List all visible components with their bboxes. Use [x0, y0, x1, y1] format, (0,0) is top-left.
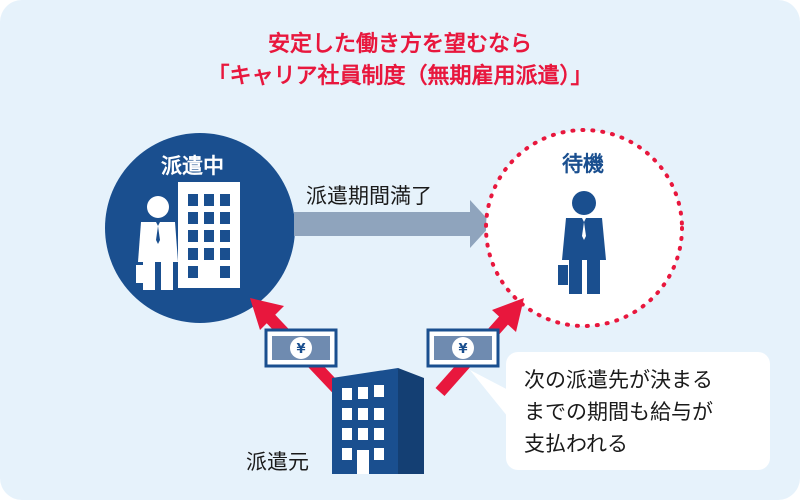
speech-bubble-tail — [470, 370, 512, 422]
period-end-arrow — [294, 200, 492, 248]
banknote-icon: ¥ — [426, 328, 500, 368]
bubble-line-3: 支払われる — [524, 432, 628, 456]
bubble-line-1: 次の派遣先が決まる — [524, 368, 713, 392]
yen-symbol: ¥ — [458, 342, 467, 357]
dispatching-label: 派遣中 — [161, 154, 224, 178]
businessman-icon — [558, 191, 606, 294]
agency-label: 派遣元 — [246, 450, 309, 474]
bubble-line-2: までの期間も給与が — [524, 400, 713, 424]
waiting-label: 待機 — [562, 152, 604, 176]
headline-line-2: 「キャリア社員制度（無期雇用派遣）」 — [207, 64, 593, 89]
headline-line-1: 安定した働き方を望むなら — [267, 32, 532, 57]
speech-bubble — [506, 352, 770, 470]
yen-symbol: ¥ — [296, 342, 305, 357]
office-building-icon — [332, 368, 424, 474]
speech-bubble-text: 次の派遣先が決まる までの期間も給与が 支払われる — [524, 364, 764, 460]
office-building-icon — [178, 182, 240, 288]
banknote-icon: ¥ — [264, 328, 338, 368]
period-end-label: 派遣期間満了 — [306, 184, 432, 208]
businessman-icon — [136, 196, 178, 290]
